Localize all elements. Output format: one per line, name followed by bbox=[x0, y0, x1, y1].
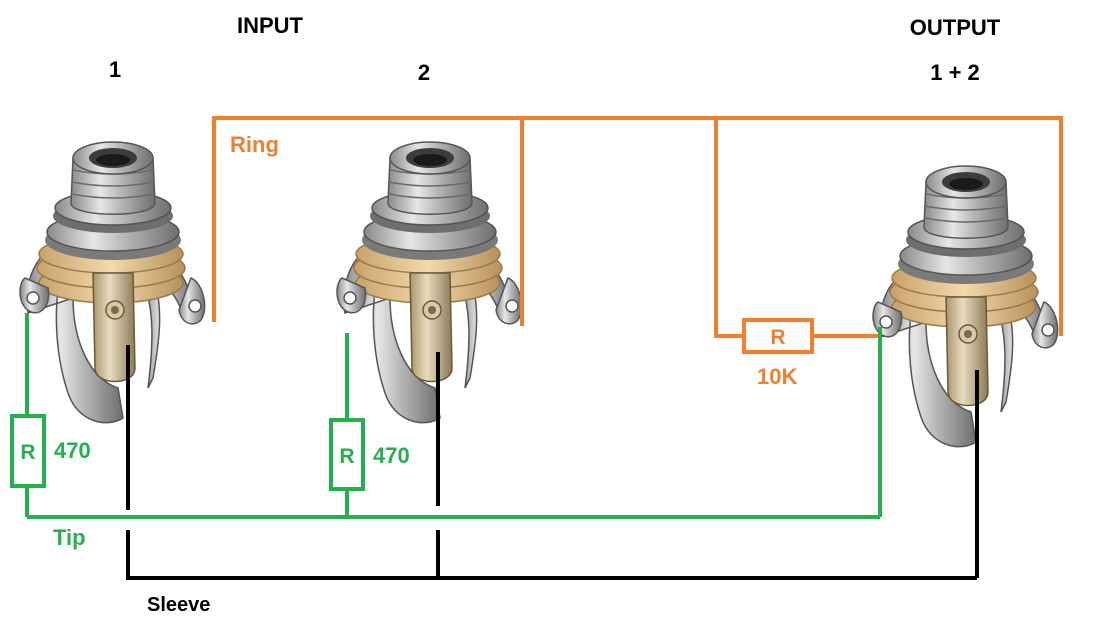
output-heading: OUTPUT bbox=[910, 15, 1001, 40]
tip-label: Tip bbox=[53, 525, 86, 550]
input-jack-1 bbox=[19, 141, 206, 424]
tip-wire bbox=[25, 313, 882, 519]
resistor-r2-value: 470 bbox=[373, 443, 410, 468]
jack-1-number: 1 bbox=[109, 57, 121, 82]
resistor-r1-value: 470 bbox=[54, 438, 91, 463]
ring-wire bbox=[212, 116, 1063, 338]
input-jack-2 bbox=[336, 141, 523, 424]
sleeve-label: Sleeve bbox=[147, 594, 210, 616]
output-jack bbox=[872, 165, 1059, 448]
jack-out-number: 1 + 2 bbox=[930, 60, 980, 85]
jack-2-number: 2 bbox=[418, 60, 430, 85]
input-heading: INPUT bbox=[237, 13, 304, 38]
resistor-r3-value: 10K bbox=[757, 364, 797, 389]
resistor-r2-symbol: R bbox=[339, 445, 354, 468]
resistor-r3-symbol: R bbox=[770, 326, 785, 349]
ring-label: Ring bbox=[230, 132, 279, 157]
sleeve-wire bbox=[126, 345, 979, 580]
resistor-r2 bbox=[329, 418, 365, 491]
resistor-r3 bbox=[742, 318, 814, 354]
resistor-r1-symbol: R bbox=[20, 441, 35, 464]
resistor-r1 bbox=[10, 414, 46, 488]
